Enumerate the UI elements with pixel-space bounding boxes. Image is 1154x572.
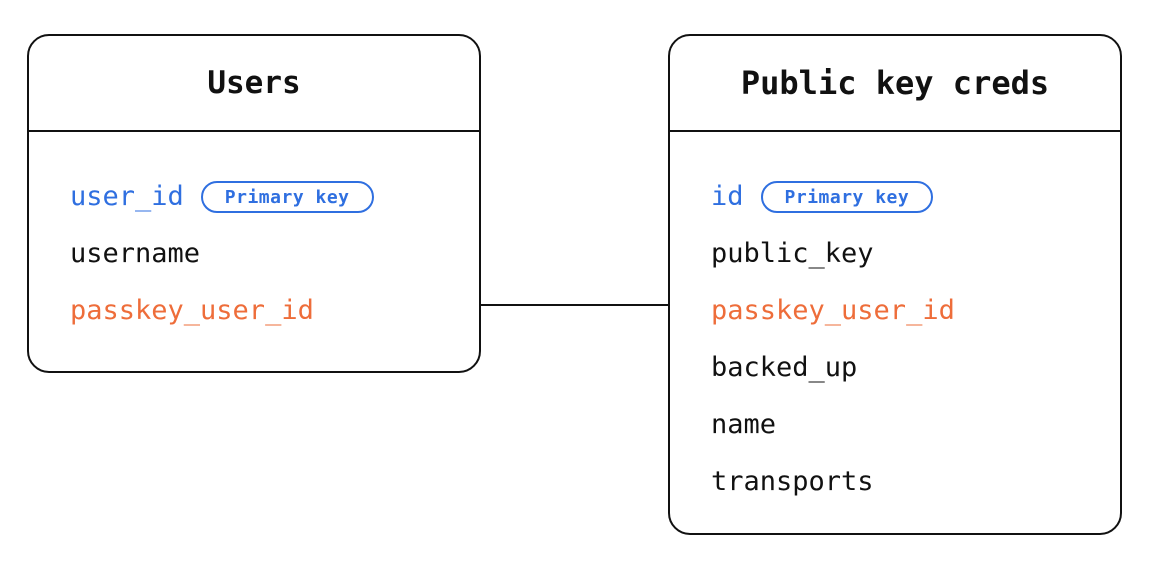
primary-key-badge: Primary key [200,180,374,213]
entity-public-key-creds-field-list: id Primary key public_key passkey_user_i… [670,130,1120,533]
field-row-passkey-user-id[interactable]: passkey_user_id [711,282,1120,339]
entity-users-field-list: user_id Primary key username passkey_use… [29,130,479,371]
field-name-public-key: public_key [711,238,874,269]
field-name-username: username [70,238,201,269]
field-row-passkey-user-id[interactable]: passkey_user_id [70,282,479,339]
entity-public-key-creds[interactable]: Public key creds id Primary key public_k… [668,34,1122,535]
field-row-public-key[interactable]: public_key [711,225,1120,282]
field-row-transports[interactable]: transports [711,453,1120,510]
field-row-id[interactable]: id Primary key [711,168,1120,225]
entity-public-key-creds-header-divider [670,130,1120,132]
field-row-user-id[interactable]: user_id Primary key [70,168,479,225]
field-name-name: name [711,409,777,440]
entity-users-header-divider [29,130,479,132]
field-name-passkey-user-id: passkey_user_id [711,295,955,326]
field-row-backed-up[interactable]: backed_up [711,339,1120,396]
field-name-id: id [711,181,744,212]
entity-users-title: Users [207,65,301,101]
field-name-passkey-user-id: passkey_user_id [70,295,314,326]
field-name-transports: transports [711,466,874,497]
field-name-user-id: user_id [70,181,184,212]
relationship-connector-line [479,304,670,306]
primary-key-badge: Primary key [760,180,934,213]
entity-public-key-creds-title: Public key creds [740,64,1050,102]
entity-users[interactable]: Users user_id Primary key username passk… [27,34,481,373]
field-name-backed-up: backed_up [711,352,858,383]
field-row-username[interactable]: username [70,225,479,282]
field-row-name[interactable]: name [711,396,1120,453]
